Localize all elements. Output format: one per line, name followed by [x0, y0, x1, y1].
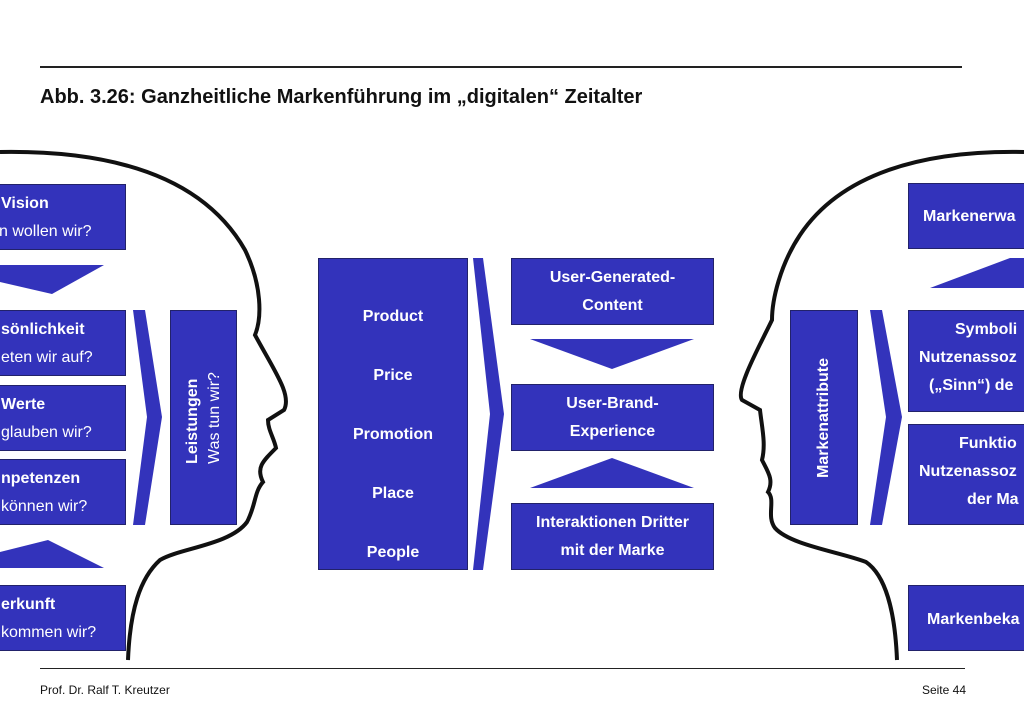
box-markenattribute: Markenattribute [790, 310, 858, 525]
ugc-line-2: Content [582, 297, 643, 314]
mix-item-place: Place [372, 485, 414, 502]
ugc-line-1: User-Generated- [549, 269, 676, 286]
funktional-line-1: Funktio [959, 435, 1017, 452]
mix-item-promotion: Promotion [353, 426, 433, 443]
footer-page-number: Seite 44 [921, 683, 966, 697]
arrow-up-markenerwartung [930, 258, 1024, 288]
chevron-mix-to-user [473, 258, 504, 570]
mix-item-people: People [366, 544, 420, 561]
box-symbolische-nutzenassoziationen: Symboli Nutzenassoz („Sinn“) de [908, 310, 1024, 412]
markenerwartung-label: Markenerwa [923, 208, 1016, 225]
vision-label: Vision [1, 195, 49, 212]
vision-question: n wollen wir? [0, 223, 92, 240]
experience-line-1: User-Brand- [566, 395, 659, 412]
top-divider [40, 66, 962, 68]
page-title: Abb. 3.26: Ganzheitliche Markenführung i… [40, 86, 643, 108]
werte-label: Werte [1, 396, 46, 413]
bottom-divider [40, 668, 965, 669]
arrow-up-herkunft [0, 540, 104, 568]
right-head-outline [738, 149, 1024, 661]
chevron-attribute-to-assoz [870, 310, 902, 525]
experience-line-2: Experience [569, 423, 656, 440]
box-user-brand-experience: User-Brand- Experience [511, 384, 714, 451]
chevron-left-to-leistungen [133, 310, 162, 525]
arrow-down-vision [0, 265, 104, 294]
box-marketing-mix: Product Price Promotion Place People [318, 258, 468, 570]
werte-question: glauben wir? [1, 424, 92, 441]
markenbekanntheit-label: Markenbeka [927, 611, 1020, 628]
interaktionen-line-1: Interaktionen Dritter [536, 514, 689, 531]
arrow-up-interaktionen [530, 458, 694, 488]
box-funktionale-nutzenassoziationen: Funktio Nutzenassoz der Ma [908, 424, 1024, 525]
box-user-generated-content: User-Generated- Content [511, 258, 714, 325]
symbolisch-line-2: Nutzenassoz [919, 349, 1017, 366]
funktional-line-3: der Ma [967, 491, 1019, 508]
persoenlichkeit-label: sönlichkeit [1, 321, 85, 338]
box-markenbekanntheit: Markenbeka [908, 585, 1024, 651]
box-interaktionen-dritter: Interaktionen Dritter mit der Marke [511, 503, 714, 570]
box-markenerwartung: Markenerwa [908, 183, 1024, 249]
box-werte: Werte glauben wir? [0, 385, 126, 451]
box-herkunft: erkunft kommen wir? [0, 585, 126, 651]
herkunft-question: kommen wir? [1, 624, 97, 641]
left-head-outline [0, 149, 288, 661]
leistungen-label: Leistungen [183, 378, 201, 464]
kompetenzen-question: können wir? [1, 498, 88, 515]
kompetenzen-label: npetenzen [1, 470, 81, 487]
leistungen-question: Was tun wir? [205, 371, 223, 464]
symbolisch-line-3: („Sinn“) de [929, 377, 1014, 394]
footer-author: Prof. Dr. Ralf T. Kreutzer [40, 683, 170, 697]
box-leistungen: Leistungen Was tun wir? [170, 310, 237, 525]
herkunft-label: erkunft [1, 596, 56, 613]
leistungen-text: Leistungen Was tun wir? [182, 372, 226, 464]
symbolisch-line-1: Symboli [955, 321, 1018, 338]
markenattribute-label: Markenattribute [815, 357, 832, 478]
arrow-down-ugc [530, 339, 694, 369]
funktional-line-2: Nutzenassoz [919, 463, 1017, 480]
box-persoenlichkeit: sönlichkeit eten wir auf? [0, 310, 126, 376]
interaktionen-line-2: mit der Marke [560, 542, 665, 559]
mix-item-product: Product [362, 308, 424, 325]
box-kompetenzen: npetenzen können wir? [0, 459, 126, 525]
box-vision: Vision n wollen wir? [0, 184, 126, 250]
mix-item-price: Price [373, 367, 413, 384]
persoenlichkeit-question: eten wir auf? [1, 349, 93, 366]
